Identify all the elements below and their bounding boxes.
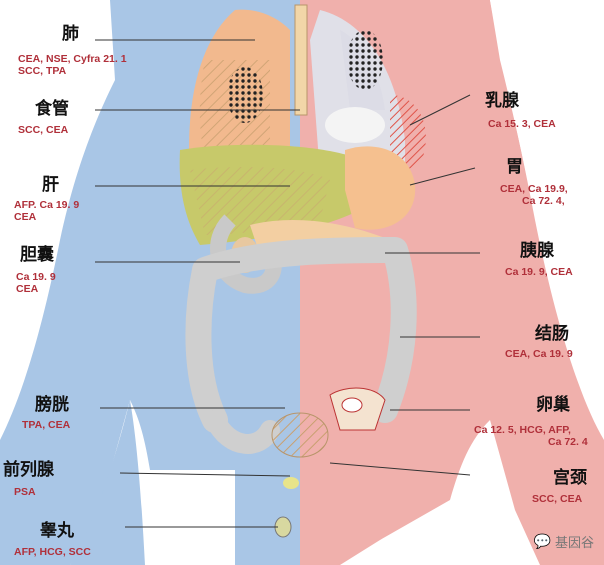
gallbladder-name: 胆囊	[20, 246, 54, 266]
cervix-label: 宫颈	[553, 469, 587, 489]
bladder-name: 膀胱	[35, 396, 69, 416]
stomach-markers: CEA, Ca 19.9, Ca 72. 4,	[500, 183, 568, 207]
breast-name: 乳腺	[485, 92, 519, 112]
stomach-name: 胃	[506, 158, 523, 178]
bladder-markers: TPA, CEA	[22, 419, 70, 431]
liver-markers: AFP. Ca 19. 9 CEA	[14, 199, 79, 223]
liver-label: 肝	[42, 176, 59, 196]
testis-name: 睾丸	[40, 522, 74, 542]
lung-name: 肺	[62, 25, 79, 45]
ovary-markers: Ca 12. 5, HCG, AFP, Ca 72. 4	[474, 424, 588, 448]
lung-label: 肺	[62, 25, 79, 45]
bladder-label: 膀胱	[35, 396, 69, 416]
testis-markers: AFP, HCG, SCC	[14, 546, 91, 558]
watermark-text: 基因谷	[555, 532, 594, 551]
colon-name: 结肠	[535, 325, 569, 345]
colon-label: 结肠	[535, 325, 569, 345]
watermark: 💬 基因谷	[534, 532, 594, 551]
breast-label: 乳腺	[485, 92, 519, 112]
stomach-label: 胃	[506, 158, 523, 178]
ovary-name: 卵巢	[536, 396, 570, 416]
ovary-label: 卵巢	[536, 396, 570, 416]
esophagus-name: 食管	[35, 100, 69, 120]
cervix-markers: SCC, CEA	[532, 493, 582, 505]
colon-markers: CEA, Ca 19. 9	[505, 348, 573, 360]
gallbladder-markers: Ca 19. 9 CEA	[16, 271, 56, 295]
esophagus-label: 食管	[35, 100, 69, 120]
prostate-markers: PSA	[14, 486, 36, 498]
esophagus-markers: SCC, CEA	[18, 124, 68, 136]
liver-name: 肝	[42, 176, 59, 196]
cervix-name: 宫颈	[553, 469, 587, 489]
prostate-shape	[283, 477, 299, 489]
breast-markers: Ca 15. 3, CEA	[488, 118, 556, 130]
prostate-name: 前列腺	[3, 461, 54, 481]
trachea	[295, 5, 307, 115]
bladder	[272, 413, 328, 457]
wechat-icon: 💬	[534, 534, 551, 550]
pancreas-label: 胰腺	[520, 242, 554, 262]
testis-label: 睾丸	[40, 522, 74, 542]
lung-markers: CEA, NSE, Cyfra 21. 1 SCC, TPA	[18, 53, 127, 77]
gallbladder-label: 胆囊	[20, 246, 54, 266]
pancreas-markers: Ca 19. 9, CEA	[505, 266, 573, 278]
pancreas-name: 胰腺	[520, 242, 554, 262]
prostate-label: 前列腺	[3, 461, 54, 481]
